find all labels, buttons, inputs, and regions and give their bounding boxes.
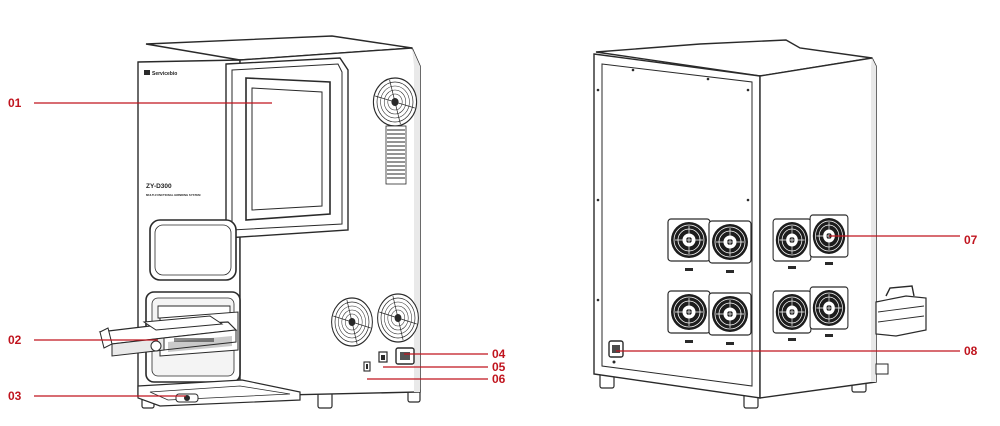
callout-01: 01 (8, 96, 272, 110)
callout-07: 07 (829, 233, 978, 247)
callout-08: 08 (616, 344, 978, 358)
callout-03: 03 (8, 389, 186, 403)
callout-01-label: 01 (8, 96, 22, 110)
brand-logo-text: Servicebio (152, 71, 177, 77)
callout-07-label: 07 (964, 233, 978, 247)
callout-05-label: 05 (492, 360, 506, 374)
callout-06-label: 06 (492, 372, 506, 386)
callout-04-label: 04 (492, 347, 506, 361)
callout-03-label: 03 (8, 389, 22, 403)
callout-04: 04 (404, 347, 506, 361)
callout-08-label: 08 (964, 344, 978, 358)
callout-02: 02 (8, 333, 158, 347)
front-view-unit: Servicebio ZY-D300 MULTI-FUNCTIONAL GRIN… (98, 35, 421, 409)
callout-02-label: 02 (8, 333, 22, 347)
back-view-unit (593, 39, 927, 409)
model-subtitle: MULTI-FUNCTIONAL GRINDING SYSTEM (146, 193, 201, 197)
callout-05: 05 (383, 360, 506, 374)
callout-06: 06 (367, 372, 506, 386)
side-louvre (385, 125, 407, 185)
model-name: ZY-D300 (146, 183, 172, 190)
